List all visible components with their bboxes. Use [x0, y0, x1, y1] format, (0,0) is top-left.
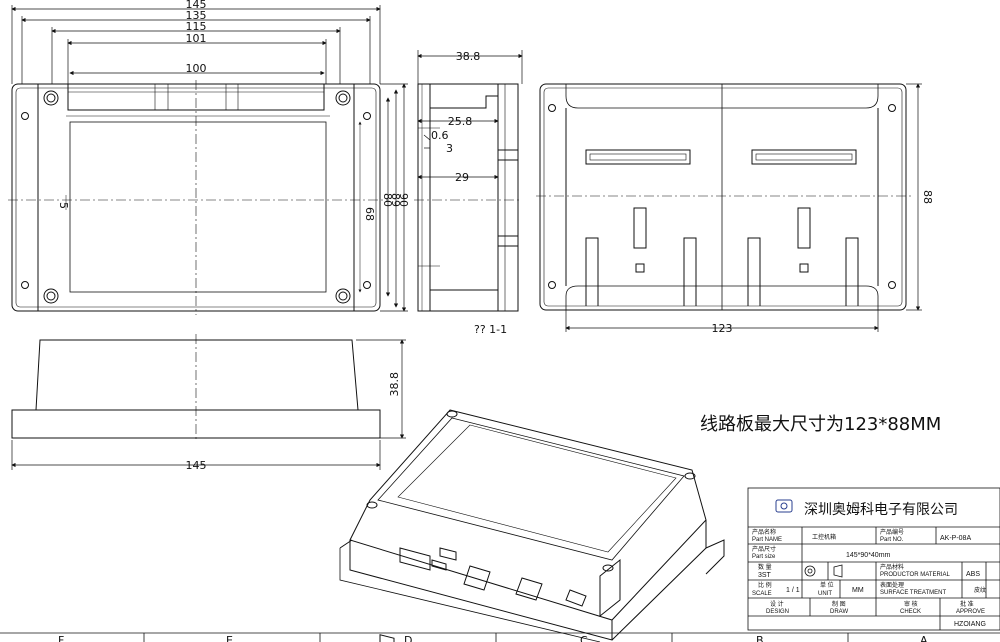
dim-90: 90: [397, 193, 410, 207]
surface-cn: 表面处理: [880, 581, 904, 589]
part-no-cn: 产品编号: [880, 528, 904, 536]
zone-letter: A: [920, 634, 928, 642]
design-cn: 设 计: [770, 600, 784, 608]
dim-38-8: 38.8: [456, 50, 481, 63]
dim-68: 68: [363, 207, 376, 221]
approve-value: HZOIANG: [954, 621, 986, 628]
rear-view-dimensions: [565, 83, 922, 332]
part-size-cn: 产品尺寸: [752, 545, 776, 553]
section-label: ?? 1-1: [474, 323, 507, 336]
qty-value: 3ST: [758, 572, 772, 579]
company-logo: [775, 499, 793, 513]
projection-symbol-icon: [804, 564, 843, 578]
part-name-cn: 产品名称: [752, 528, 776, 536]
part-size-en: Part size: [752, 554, 776, 560]
rear-view-dim-labels: 123 88: [712, 190, 935, 335]
zone-letter: D: [404, 634, 412, 642]
scale-value: 1 / 1: [786, 587, 800, 594]
check-en: CHECK: [900, 609, 921, 615]
material-cn: 产品材料: [880, 563, 904, 571]
dim-0-6: 0.6: [431, 129, 449, 142]
surface-value: 皮纹: [974, 586, 986, 594]
surface-en: SURFACE TREATMENT: [880, 590, 946, 596]
section-view-dim-labels: 38.8 25.8 0.6 3 29 ?? 1-1: [431, 50, 507, 336]
part-size-value: 145*90*40mm: [846, 552, 891, 559]
zone-letter: E: [226, 634, 233, 642]
dim-88: 88: [921, 190, 934, 204]
dim-115: 115: [186, 20, 207, 33]
dim-145-side: 145: [186, 459, 207, 472]
front-view-dim-labels: 145 135 115 101 100 5 68 80 89 90: [57, 0, 410, 221]
dim-80: 80: [381, 193, 394, 207]
dim-100: 100: [186, 62, 207, 75]
side-view-dimensions: [11, 339, 406, 470]
part-no-en: Part NO.: [880, 537, 904, 543]
company-name: 深圳奥姆科电子有限公司: [804, 501, 958, 518]
border-zone-letters: F E D C B A: [58, 634, 928, 642]
dim-145: 145: [186, 0, 207, 11]
part-name-en: Part NAME: [752, 537, 782, 543]
zone-letter: C: [580, 634, 588, 642]
front-view: [8, 80, 388, 315]
unit-value: MM: [852, 587, 864, 594]
dim-29: 29: [455, 171, 469, 184]
unit-en: UNIT: [818, 591, 832, 597]
dim-135: 135: [186, 9, 207, 22]
drawing-border: [0, 632, 1000, 642]
dim-123: 123: [712, 322, 733, 335]
dim-38-8-side: 38.8: [388, 372, 401, 397]
dim-25-8: 25.8: [448, 115, 473, 128]
part-name-value: 工控机箱: [812, 533, 836, 541]
dim-3: 3: [446, 142, 453, 155]
side-view: [11, 334, 381, 442]
zone-letter: F: [58, 634, 64, 642]
approve-cn: 批 准: [960, 600, 974, 608]
section-view-dimensions: [417, 50, 523, 180]
title-block: 深圳奥姆科电子有限公司 产品名称 Part NAME 工控机箱 产品编号 Par…: [747, 487, 1000, 631]
zone-letter: B: [756, 634, 764, 642]
section-view: [414, 83, 522, 312]
material-value: ABS: [966, 571, 980, 578]
side-view-dim-labels: 145 38.8: [186, 372, 402, 472]
check-cn: 审 核: [904, 600, 918, 608]
scale-cn: 比 例: [758, 581, 772, 589]
front-view-dimensions: [11, 5, 408, 312]
pcb-size-note: 线路板最大尺寸为123*88MM: [700, 414, 941, 435]
unit-cn: 单 位: [820, 581, 834, 589]
part-no-value: AK-P-08A: [940, 535, 971, 542]
dim-101: 101: [186, 32, 207, 45]
isometric-view: [339, 409, 725, 642]
draw-cn: 制 图: [832, 600, 846, 608]
design-en: DESIGN: [766, 609, 789, 615]
rear-view: [536, 83, 912, 311]
draw-en: DRAW: [830, 609, 848, 615]
qty-cn: 数 量: [758, 563, 772, 571]
material-en: PRODUCTOR MATERIAL: [880, 572, 950, 578]
approve-en: APPROVE: [956, 609, 985, 615]
scale-en: SCALE: [752, 591, 772, 597]
dim-89: 89: [389, 193, 402, 207]
dim-5: 5: [57, 202, 70, 209]
